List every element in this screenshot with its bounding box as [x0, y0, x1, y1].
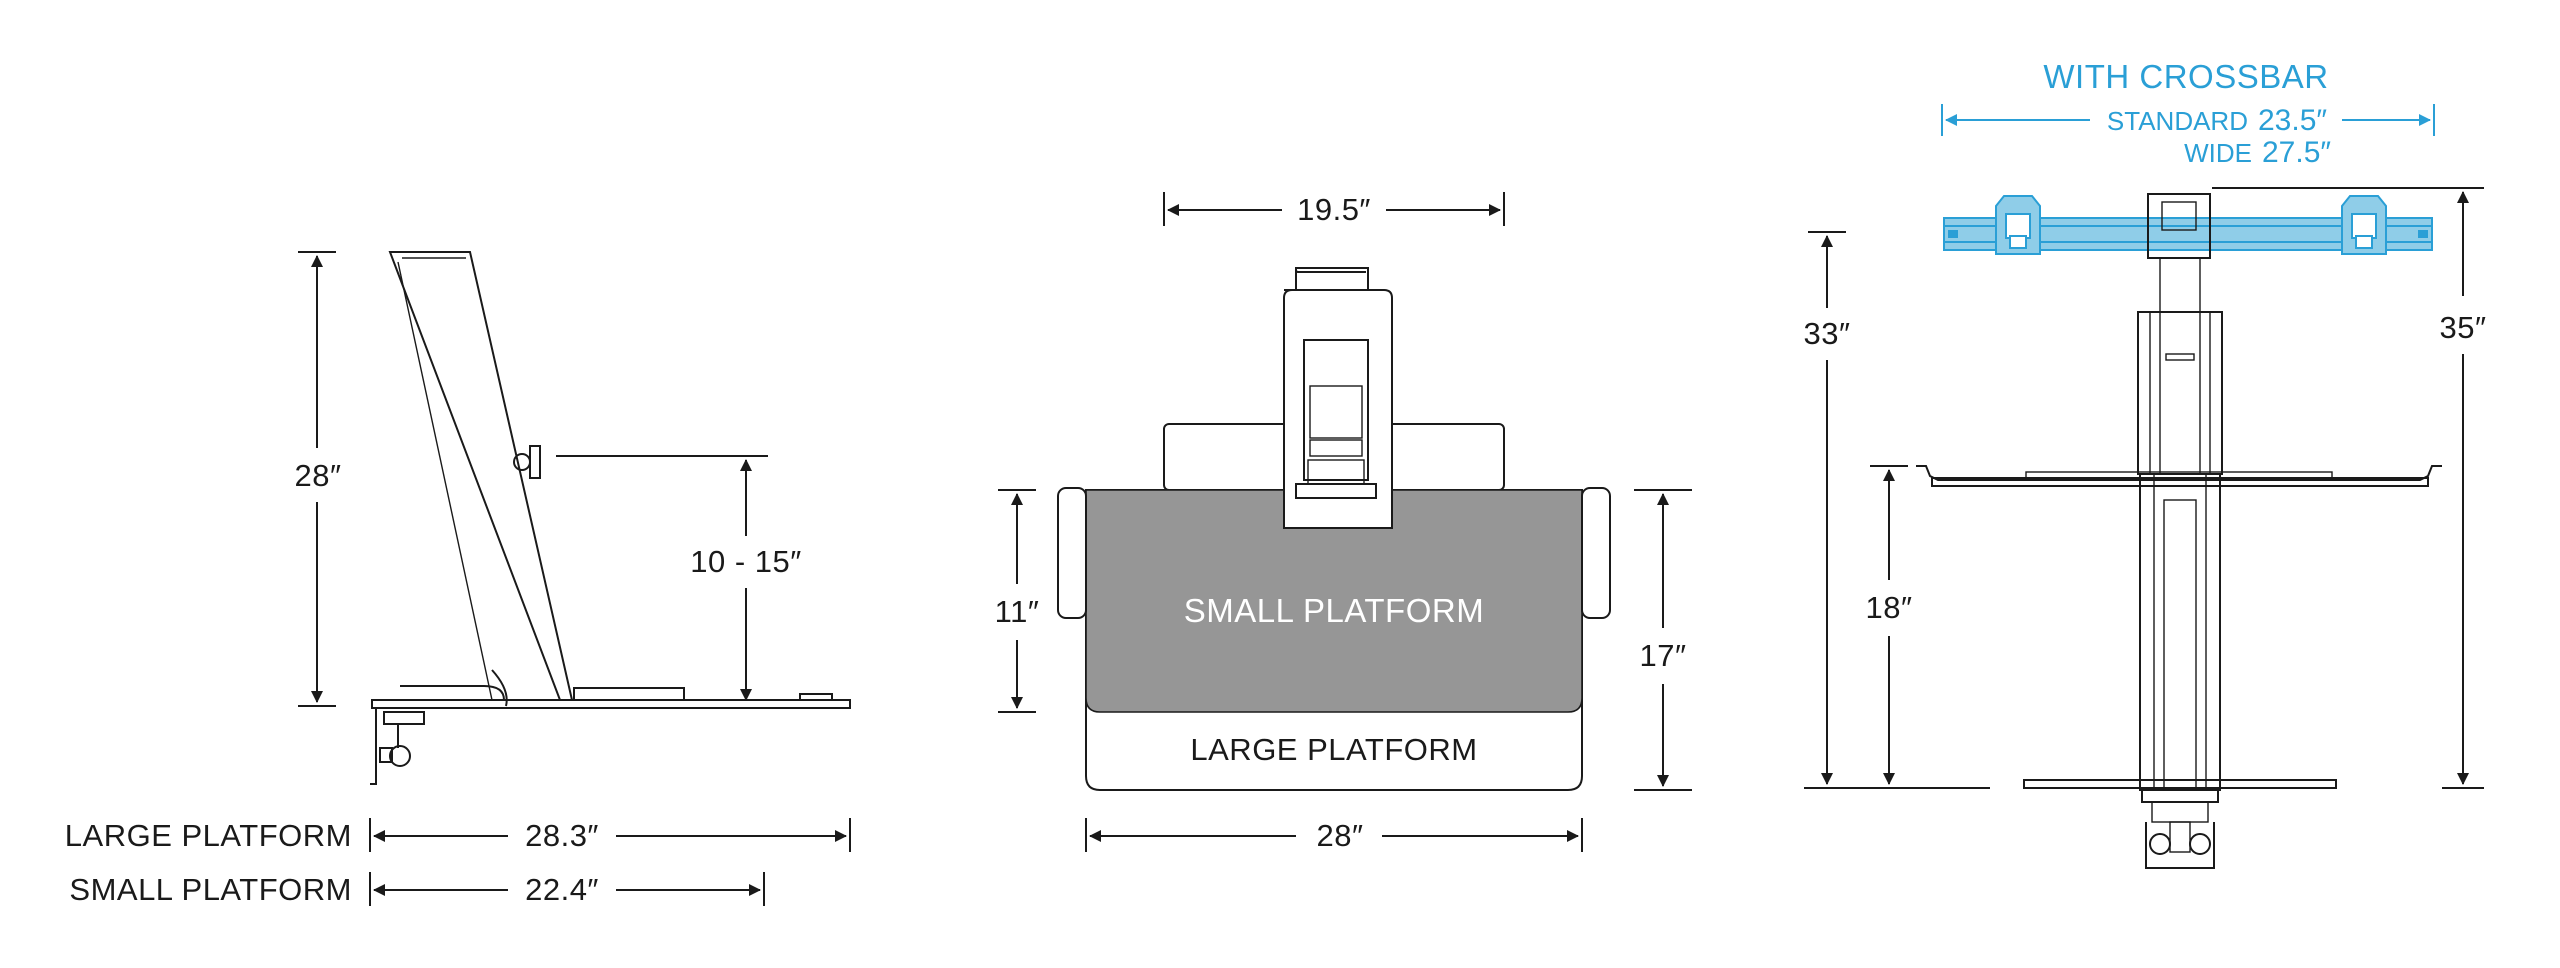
- front-platform-height-label: 18″: [1866, 590, 1913, 625]
- top-small-platform-label: SMALL PLATFORM: [1184, 592, 1484, 629]
- right-edge-rail: [1581, 487, 1611, 619]
- wide-label: WIDE: [2184, 138, 2252, 168]
- front-height-33-dimension: 33″: [1804, 231, 1990, 789]
- left-edge-rail: [1057, 487, 1087, 619]
- side-column: [370, 251, 851, 785]
- crossbar-title: WITH CROSSBAR: [2043, 58, 2328, 95]
- standard-label: STANDARD: [2107, 106, 2248, 136]
- front-base: [2023, 779, 2337, 869]
- small-platform-depth-dimension: 11″: [995, 489, 1040, 713]
- side-small-platform-depth: 22.4″: [525, 872, 599, 907]
- side-large-platform-label: LARGE PLATFORM: [65, 818, 352, 853]
- front-platform-height-dimension: 18″: [1866, 465, 1913, 785]
- large-platform-depth-label: 17″: [1640, 638, 1687, 673]
- front-height-35-dimension: 35″: [2212, 187, 2487, 789]
- top-width-label: 19.5″: [1297, 192, 1371, 227]
- side-small-platform-dimension: SMALL PLATFORM 22.4″: [69, 872, 765, 907]
- monitor-crossbar: [1943, 195, 2433, 255]
- front-keyboard-platform: [1916, 465, 2442, 487]
- platform-width-dimension: 28″: [1085, 818, 1583, 853]
- side-large-platform-dimension: LARGE PLATFORM 28.3″: [65, 818, 851, 853]
- side-height-dimension: 28″: [295, 251, 342, 707]
- side-view: 28″ 10 - 15″ LARGE PLATFORM 28.3″ SMALL …: [65, 251, 851, 907]
- crossbar-width-dimension: STANDARD 23.5″ WIDE 27.5″: [1941, 104, 2435, 169]
- top-view: 19.5″ SMALL PLATFORM LARGE PLATFORM: [995, 192, 1692, 853]
- front-column: [2137, 193, 2223, 791]
- side-large-platform-depth: 28.3″: [525, 818, 599, 853]
- small-platform-fill: [1085, 489, 1583, 713]
- platform-width-label: 28″: [1317, 818, 1364, 853]
- large-platform-depth-dimension: 17″: [1634, 489, 1692, 791]
- side-height-label: 28″: [295, 458, 342, 493]
- top-width-dimension: 19.5″: [1163, 192, 1505, 227]
- side-small-platform-label: SMALL PLATFORM: [69, 872, 352, 907]
- large-platform-outline: [1085, 489, 1583, 791]
- front-height-33-label: 33″: [1804, 316, 1851, 351]
- wide-value: 27.5″: [2262, 136, 2331, 169]
- keyboard-height-dimension: 10 - 15″: [556, 455, 802, 701]
- top-column: [1283, 267, 1393, 529]
- keyboard-height-label: 10 - 15″: [690, 544, 802, 579]
- front-height-35-label: 35″: [2440, 310, 2487, 345]
- standard-value: 23.5″: [2258, 104, 2327, 137]
- small-platform-depth-label: 11″: [995, 594, 1040, 629]
- top-large-platform-label: LARGE PLATFORM: [1190, 732, 1477, 767]
- front-view: WITH CROSSBAR STANDARD 23.5″ WIDE 27.5″: [1804, 58, 2487, 869]
